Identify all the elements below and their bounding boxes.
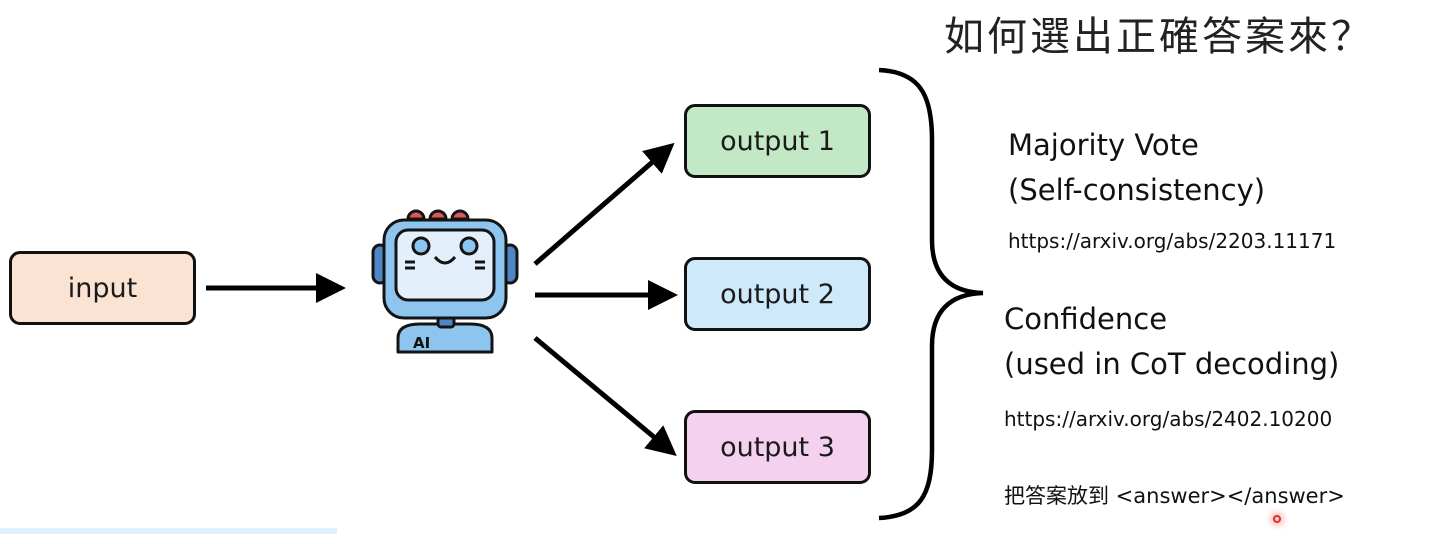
arrow-model-to-output-3 (533, 336, 677, 456)
pointer-cursor-indicator (1273, 515, 1281, 523)
output-node-label: output 3 (720, 431, 835, 463)
ai-badge: AI (413, 334, 430, 352)
answer-tag-note: 把答案放到 <answer></answer> (1004, 484, 1345, 508)
arrow-model-to-output-1 (533, 142, 675, 266)
input-node-label: input (67, 272, 138, 304)
progress-strip (0, 528, 337, 534)
method-confidence: Confidence (used in CoT decoding) (1004, 297, 1339, 387)
output-node-label: output 1 (720, 125, 835, 157)
ai-robot-icon (371, 209, 519, 354)
output-node-3: output 3 (684, 410, 871, 484)
method-majority-vote: Majority Vote (Self-consistency) (1008, 123, 1265, 213)
method-name: Confidence (1004, 302, 1168, 336)
output-node-1: output 1 (684, 104, 871, 178)
slide-title: 如何選出正確答案來？ (944, 14, 1374, 60)
output-node-label: output 2 (720, 278, 835, 310)
method-name: Majority Vote (1008, 128, 1199, 162)
method-detail: (Self-consistency) (1008, 173, 1266, 207)
input-node: input (9, 251, 196, 325)
paper-link-self-consistency[interactable]: https://arxiv.org/abs/2203.11171 (1008, 229, 1337, 253)
method-detail: (used in CoT decoding) (1004, 347, 1340, 381)
output-node-2: output 2 (684, 257, 871, 331)
curly-brace (878, 67, 984, 521)
paper-link-cot-decoding[interactable]: https://arxiv.org/abs/2402.10200 (1004, 407, 1333, 431)
